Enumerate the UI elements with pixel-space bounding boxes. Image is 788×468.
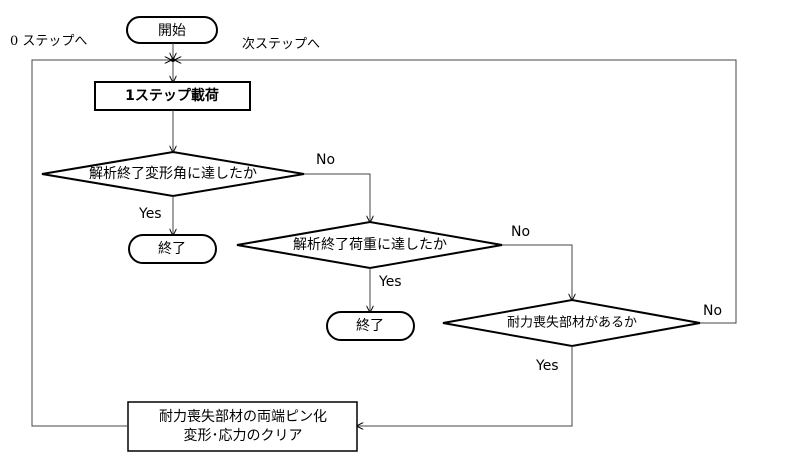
connector-member-yes — [357, 346, 573, 426]
load-no-label: No — [511, 224, 531, 240]
loop-label-step0: 0 ステップへ — [10, 34, 88, 49]
load-step-process-box — [94, 81, 251, 111]
pin-and-clear-line-2: 変形･応力のクリア — [183, 428, 303, 444]
angle-yes-label: Yes — [139, 206, 162, 222]
load-step-label: 1ステップ載荷 — [125, 88, 219, 104]
connector-angle-no — [304, 173, 370, 222]
angle-decision-label: 解析終了変形角に達したか — [89, 166, 257, 182]
member-decision-label: 耐力喪失部材があるか — [506, 315, 638, 331]
pin-and-clear-line-1: 耐力喪失部材の両端ピン化 — [159, 409, 327, 426]
end-label-1: 終了 — [158, 241, 186, 257]
pin-and-clear-label: 耐力喪失部材の両端ピン化 変形･応力のクリア — [159, 408, 327, 446]
start-label: 開始 — [158, 23, 186, 39]
merge-point — [171, 58, 175, 62]
member-yes-label: Yes — [536, 358, 559, 374]
connector-load-no — [502, 244, 572, 300]
load-decision-label: 解析終了荷重に達したか — [293, 237, 447, 253]
connector-member-no-loop — [175, 60, 737, 324]
start-terminal — [126, 16, 218, 44]
connector-pin-clear-loop — [31, 60, 171, 427]
angle-no-label: No — [316, 152, 336, 168]
load-yes-label: Yes — [379, 274, 402, 290]
end-label-2: 終了 — [356, 318, 384, 334]
member-no-label: No — [703, 303, 723, 319]
loop-label-next-step: 次ステップへ — [242, 37, 321, 52]
